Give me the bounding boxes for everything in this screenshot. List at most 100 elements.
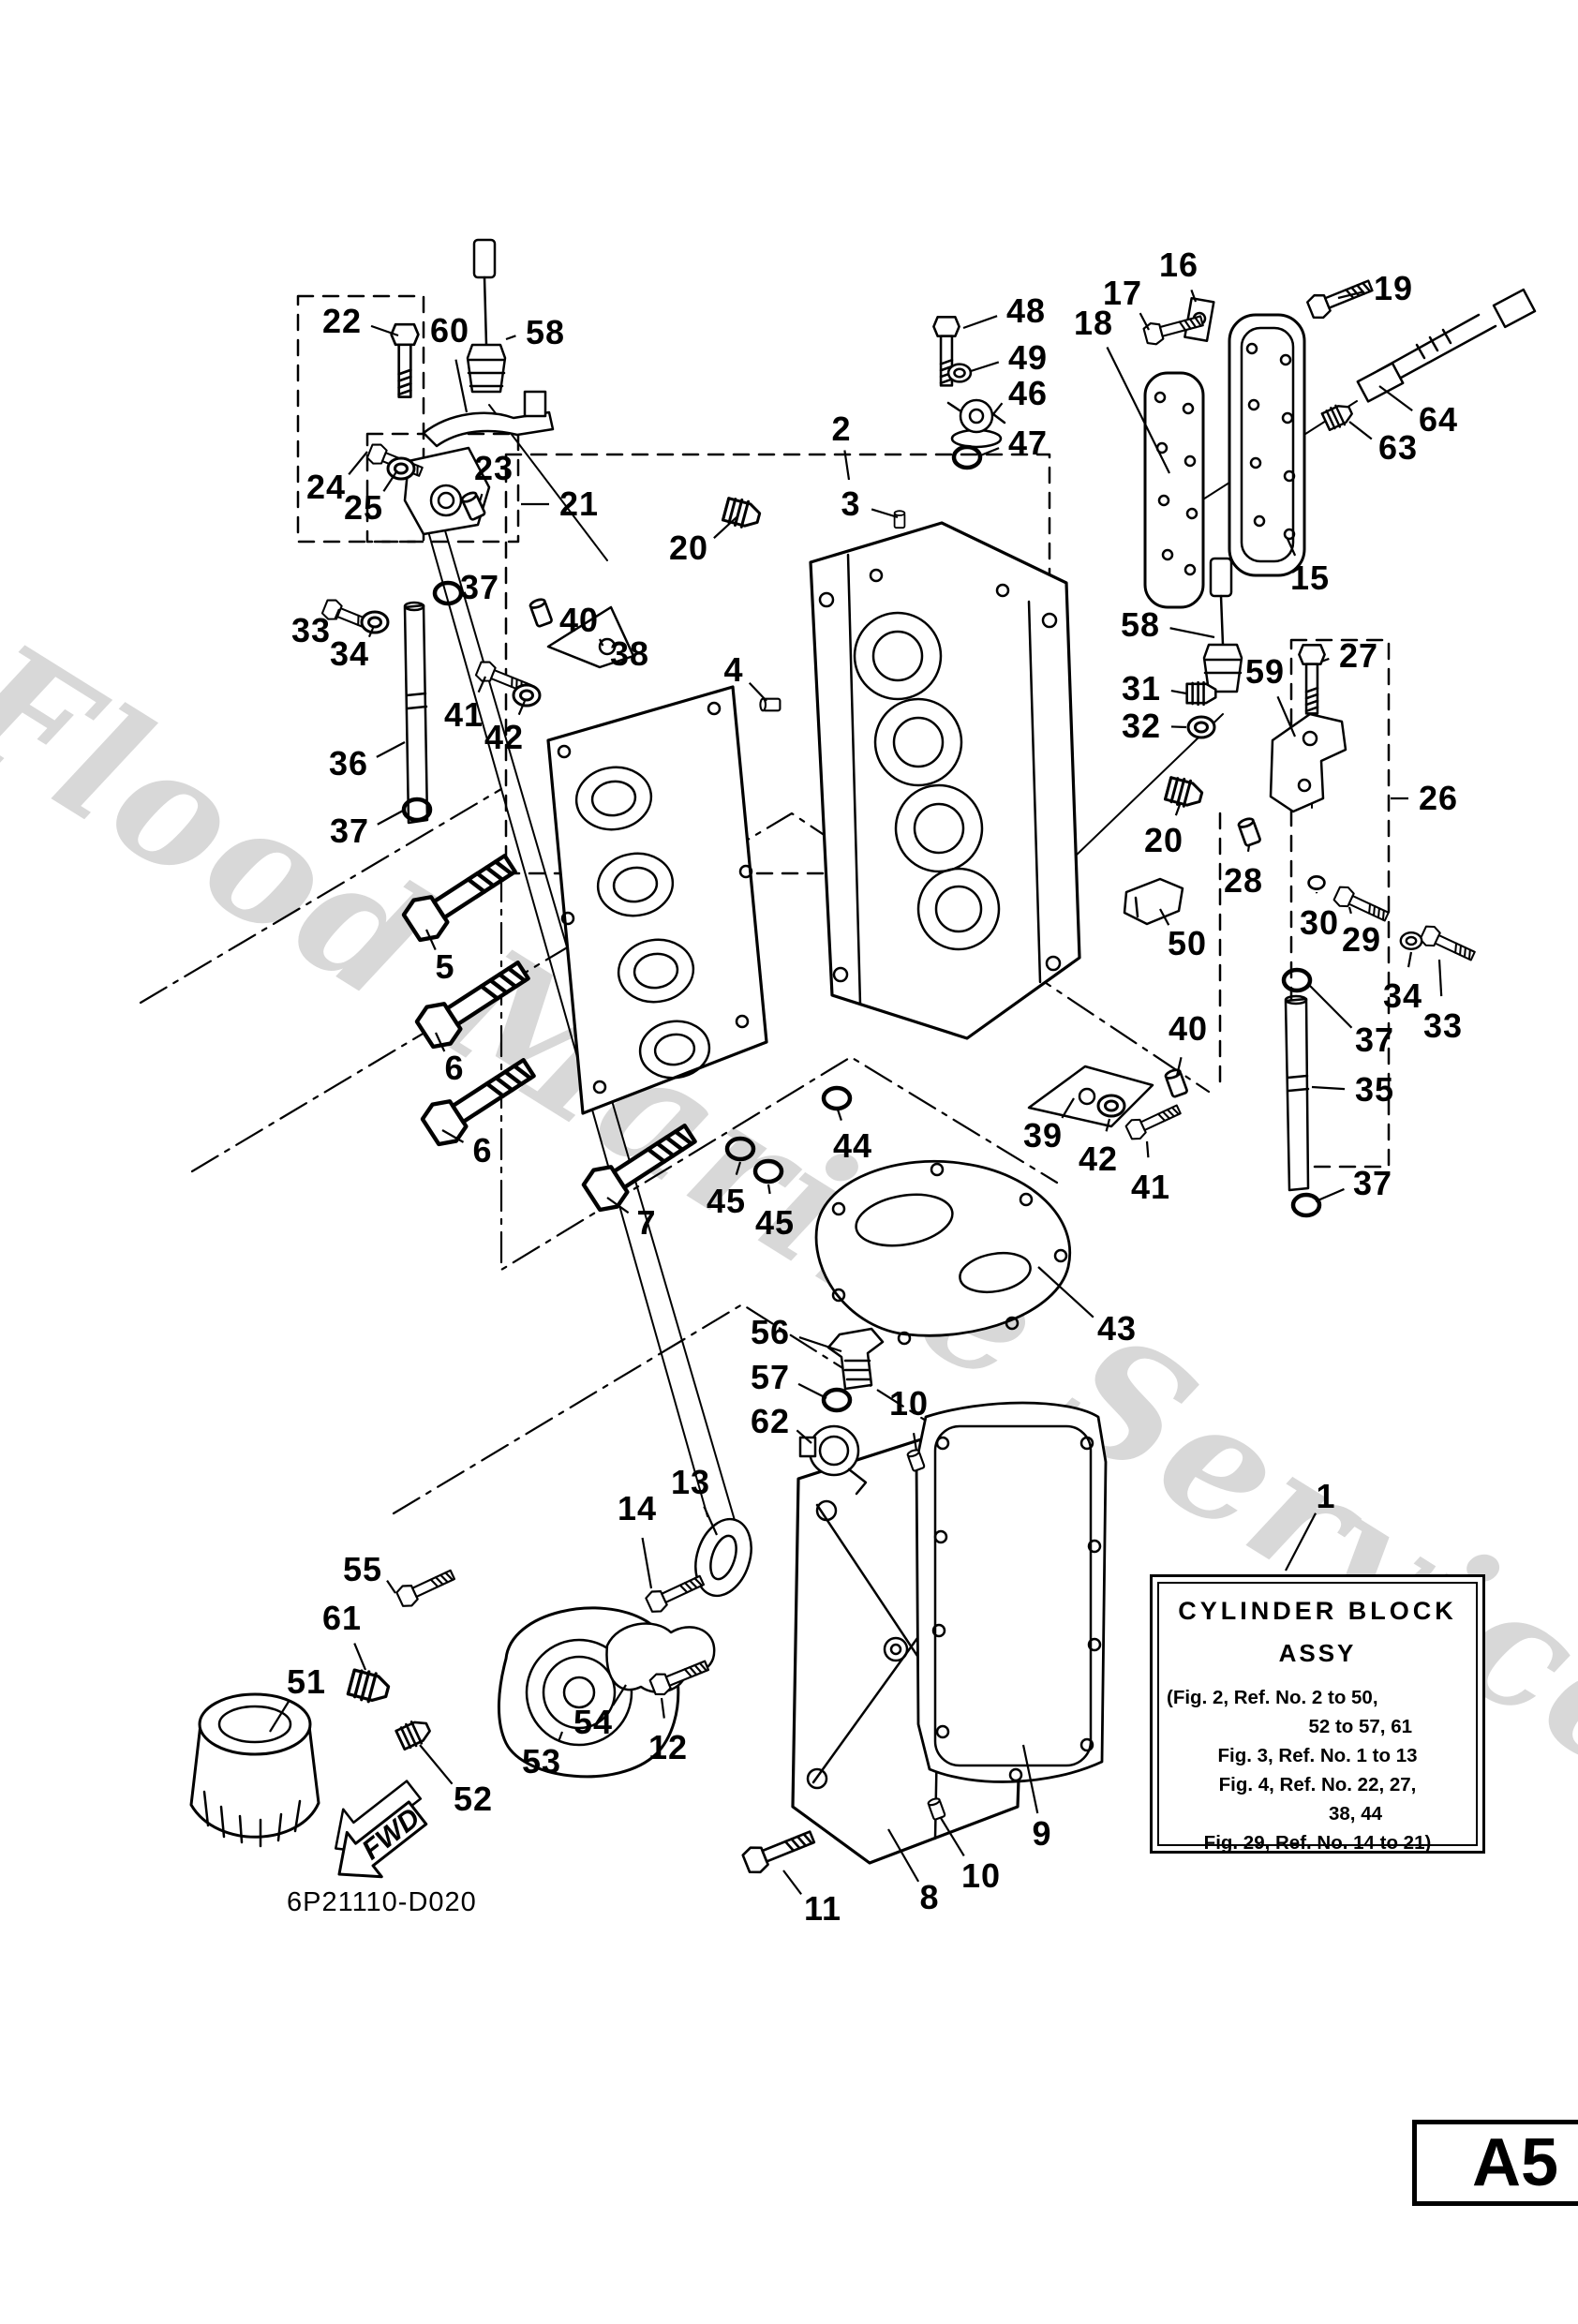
callout-12: 12 bbox=[648, 1728, 689, 1766]
callout-8: 8 bbox=[919, 1878, 940, 1916]
leader-line-42 bbox=[517, 700, 527, 716]
leader-line-20 bbox=[1174, 801, 1183, 816]
callout-35: 35 bbox=[1354, 1070, 1395, 1109]
leader-line-64 bbox=[1378, 385, 1413, 411]
info-box-subtitle: ASSY bbox=[1278, 1639, 1357, 1667]
leader-line-50 bbox=[1159, 908, 1170, 926]
leader-line-31 bbox=[1170, 689, 1187, 695]
callout-7: 7 bbox=[636, 1203, 657, 1242]
leader-line-55 bbox=[386, 1580, 396, 1594]
callout-48: 48 bbox=[1005, 291, 1047, 330]
callout-34: 34 bbox=[1382, 976, 1423, 1015]
info-box-ref-line: Fig. 4, Ref. No. 22, 27, bbox=[1218, 1774, 1417, 1795]
leader-line-61 bbox=[353, 1643, 367, 1671]
callout-42: 42 bbox=[484, 718, 525, 756]
leader-line-60 bbox=[454, 359, 469, 413]
leader-line-34 bbox=[367, 625, 376, 638]
leader-line-27 bbox=[1320, 657, 1330, 663]
callout-5: 5 bbox=[435, 947, 455, 986]
callout-56: 56 bbox=[750, 1313, 791, 1351]
page-label: A5 bbox=[1471, 2125, 1559, 2200]
drawing-code: 6P21110-D020 bbox=[287, 1887, 477, 1917]
info-box-ref-line: (Fig. 2, Ref. No. 2 to 50, bbox=[1167, 1687, 1378, 1708]
leader-line-3 bbox=[871, 508, 899, 519]
callout-41: 41 bbox=[1130, 1168, 1171, 1206]
callout-37: 37 bbox=[1352, 1164, 1393, 1202]
callout-19: 19 bbox=[1373, 269, 1414, 307]
callout-43: 43 bbox=[1096, 1309, 1138, 1348]
callout-62: 62 bbox=[750, 1402, 791, 1440]
leader-line-10 bbox=[912, 1433, 918, 1452]
leader-line-46 bbox=[992, 402, 1004, 415]
leader-line-6 bbox=[441, 1129, 465, 1143]
leader-line-12 bbox=[660, 1697, 665, 1719]
info-box: CYLINDER BLOCK ASSY (Fig. 2, Ref. No. 2 … bbox=[1150, 1574, 1485, 1854]
callout-36: 36 bbox=[328, 744, 369, 782]
callout-1: 1 bbox=[1316, 1477, 1336, 1515]
leader-line-62 bbox=[796, 1429, 812, 1444]
callout-49: 49 bbox=[1007, 338, 1049, 377]
leader-line-52 bbox=[419, 1744, 454, 1785]
leader-line-9 bbox=[1021, 1744, 1039, 1814]
callout-26: 26 bbox=[1418, 779, 1459, 817]
callout-63: 63 bbox=[1377, 428, 1419, 467]
leader-line-24 bbox=[348, 451, 368, 476]
leader-line-58 bbox=[1169, 627, 1215, 639]
callout-61: 61 bbox=[321, 1599, 363, 1637]
callout-40: 40 bbox=[558, 601, 600, 639]
info-box-ref-line: 52 to 57, 61 bbox=[1308, 1716, 1412, 1737]
leader-line-40 bbox=[1175, 1057, 1183, 1077]
callout-2: 2 bbox=[831, 410, 852, 448]
page-label-box: A5 bbox=[1412, 2120, 1578, 2206]
leader-line-25 bbox=[382, 469, 398, 492]
callout-57: 57 bbox=[750, 1358, 791, 1396]
callout-60: 60 bbox=[429, 311, 470, 350]
callout-10: 10 bbox=[888, 1384, 930, 1423]
info-box-ref-line: 38, 44 bbox=[1329, 1803, 1382, 1825]
leader-line-4 bbox=[748, 681, 767, 702]
leader-line-57 bbox=[797, 1382, 827, 1399]
callout-45: 45 bbox=[706, 1182, 747, 1220]
leader-line-51 bbox=[269, 1701, 290, 1733]
callout-59: 59 bbox=[1244, 652, 1286, 691]
callout-33: 33 bbox=[290, 611, 332, 649]
leader-line-1 bbox=[1285, 1512, 1317, 1572]
callout-47: 47 bbox=[1007, 424, 1049, 462]
callout-54: 54 bbox=[573, 1703, 614, 1741]
callout-4: 4 bbox=[723, 650, 744, 689]
leader-line-39 bbox=[1061, 1097, 1075, 1119]
callout-29: 29 bbox=[1341, 920, 1382, 959]
leader-line-63 bbox=[1348, 421, 1373, 440]
callout-40: 40 bbox=[1168, 1009, 1209, 1048]
leader-line-54 bbox=[612, 1684, 627, 1706]
callout-37: 37 bbox=[329, 812, 370, 850]
leader-line-56 bbox=[798, 1336, 842, 1353]
callout-39: 39 bbox=[1022, 1116, 1064, 1155]
leader-line-2 bbox=[843, 450, 851, 481]
callout-15: 15 bbox=[1289, 559, 1331, 597]
callout-6: 6 bbox=[444, 1049, 465, 1087]
leader-line-45 bbox=[735, 1161, 742, 1175]
leader-line-16 bbox=[1190, 290, 1198, 303]
callout-17: 17 bbox=[1102, 274, 1143, 312]
callout-13: 13 bbox=[670, 1463, 711, 1501]
callout-45: 45 bbox=[754, 1203, 796, 1242]
info-box-title: CYLINDER BLOCK bbox=[1178, 1597, 1457, 1625]
leader-line-7 bbox=[606, 1197, 630, 1214]
callout-51: 51 bbox=[286, 1662, 327, 1701]
leader-line-37 bbox=[1309, 985, 1353, 1029]
callout-11: 11 bbox=[803, 1889, 842, 1928]
leader-line-45 bbox=[767, 1184, 771, 1195]
info-box-ref-line: Fig. 3, Ref. No. 1 to 13 bbox=[1217, 1745, 1418, 1766]
leader-line-33 bbox=[334, 608, 341, 620]
leader-line-29 bbox=[1347, 906, 1352, 915]
leader-line-11 bbox=[782, 1870, 802, 1896]
callout-27: 27 bbox=[1338, 636, 1379, 675]
leader-line-14 bbox=[641, 1537, 653, 1589]
callout-14: 14 bbox=[617, 1489, 658, 1527]
callout-32: 32 bbox=[1121, 707, 1162, 745]
callout-52: 52 bbox=[453, 1780, 494, 1818]
leader-line-47 bbox=[977, 447, 1000, 458]
leader-line-35 bbox=[1311, 1085, 1346, 1091]
